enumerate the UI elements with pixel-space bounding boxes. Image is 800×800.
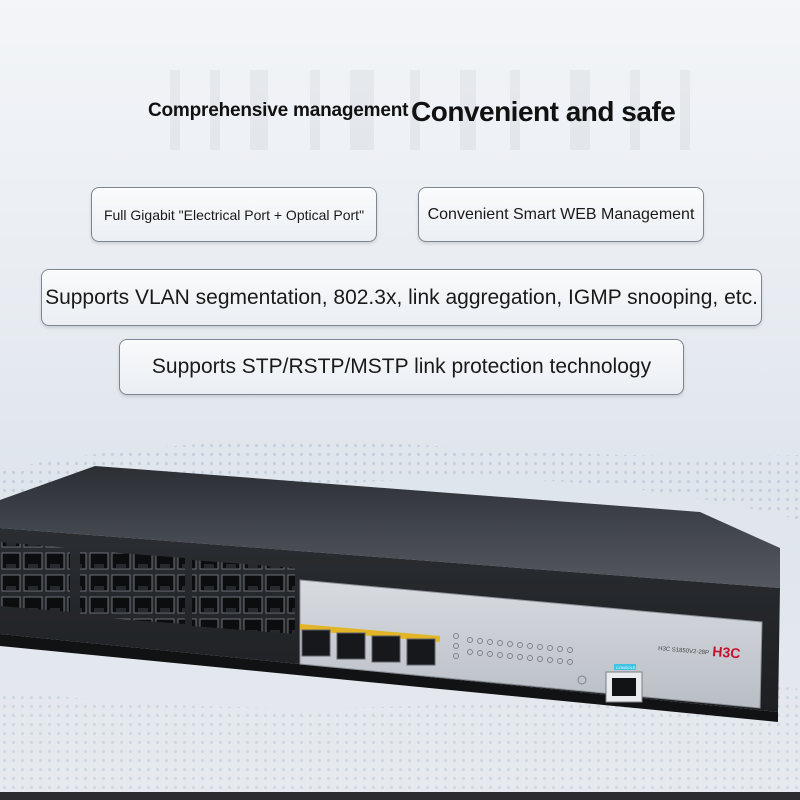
sfp-port-group (300, 624, 440, 666)
feature-stp-protection: Supports STP/RSTP/MSTP link protection t… (119, 339, 684, 395)
network-switch-image: H3C S1850V2-28P H3C CONSOLE (0, 440, 800, 800)
console-tag: CONSOLE (616, 665, 636, 670)
headline-title: Convenient and safe (411, 96, 676, 127)
feature-vlan-support: Supports VLAN segmentation, 802.3x, link… (41, 269, 762, 326)
rj45-port-block (0, 542, 295, 634)
feature-web-management: Convenient Smart WEB Management (418, 187, 704, 242)
brand-logo: H3C (712, 643, 741, 661)
status-led-grid (453, 633, 587, 685)
headline: Comprehensive management Convenient and … (0, 96, 800, 136)
chassis-top (0, 466, 780, 588)
dot-wave-decoration (0, 440, 800, 800)
model-label: H3C S1850V2-28P (658, 646, 709, 656)
background-watermark (150, 70, 710, 150)
headline-subtitle: Comprehensive management (148, 100, 409, 121)
console-port: CONSOLE (605, 664, 643, 703)
feature-gigabit-ports: Full Gigabit "Electrical Port + Optical … (91, 187, 377, 242)
